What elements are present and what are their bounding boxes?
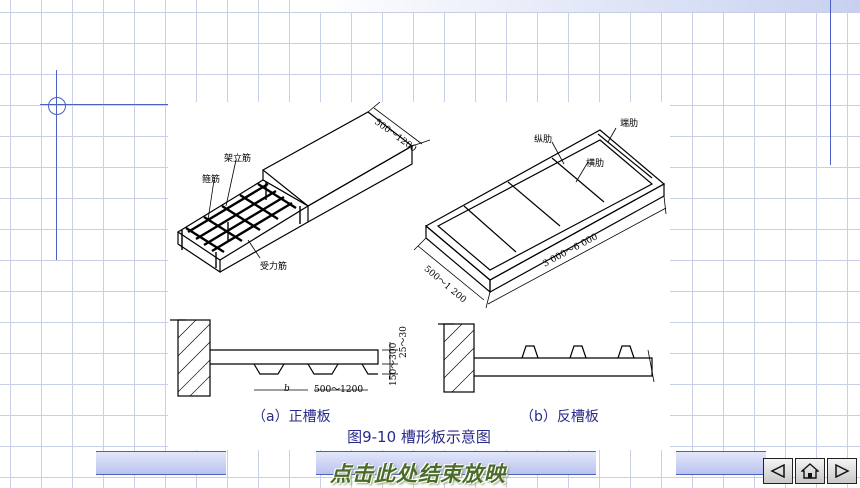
- footer-bar-middle: [316, 451, 596, 475]
- label-stirrup: 箍筋: [202, 175, 221, 185]
- triangle-left-icon: [770, 464, 785, 478]
- left-vertical-rule: [56, 70, 57, 260]
- label-section-width: 500～1200: [314, 385, 364, 395]
- slab-drawing: [170, 102, 667, 397]
- top-gradient-band: [316, 0, 860, 12]
- footer-bar-left: [96, 451, 226, 475]
- home-icon: [801, 463, 819, 479]
- label-end-rib: 端肋: [620, 119, 639, 129]
- right-vertical-rule: [830, 0, 831, 165]
- inverted-section: [438, 323, 655, 393]
- label-section-height: 150～300: [389, 342, 399, 386]
- next-slide-button[interactable]: [827, 458, 857, 484]
- label-longitudinal-rib: 纵肋: [534, 135, 553, 145]
- top-horizontal-rule: [40, 104, 206, 105]
- subcaption-a: （a）正槽板: [252, 409, 331, 425]
- subcaption-b: （b）反槽板: [520, 409, 599, 425]
- crosshair-circle: [48, 97, 66, 115]
- end-show-link[interactable]: 点击此处结束放映: [330, 461, 506, 486]
- home-button[interactable]: [795, 458, 825, 484]
- triangle-right-icon: [835, 464, 850, 478]
- figure-panel: 架立筋 箍筋 受力筋 500～1200 纵肋 端肋 横肋 3 000～6 000…: [168, 102, 670, 450]
- upright-section: [170, 319, 398, 397]
- label-transverse-rib: 横肋: [586, 159, 605, 169]
- inverted-slab-3d: [413, 127, 667, 309]
- prev-slide-button[interactable]: [763, 458, 793, 484]
- label-main-bar: 受力筋: [260, 262, 288, 272]
- slide-navigation: [763, 458, 857, 484]
- label-rib-spacing: b: [284, 384, 290, 394]
- footer-bar-right: [676, 451, 766, 475]
- label-erection-bar: 架立筋: [224, 154, 252, 164]
- upright-slab-3d: [176, 102, 431, 274]
- figure-caption: 图9-10 槽形板示意图: [347, 428, 491, 446]
